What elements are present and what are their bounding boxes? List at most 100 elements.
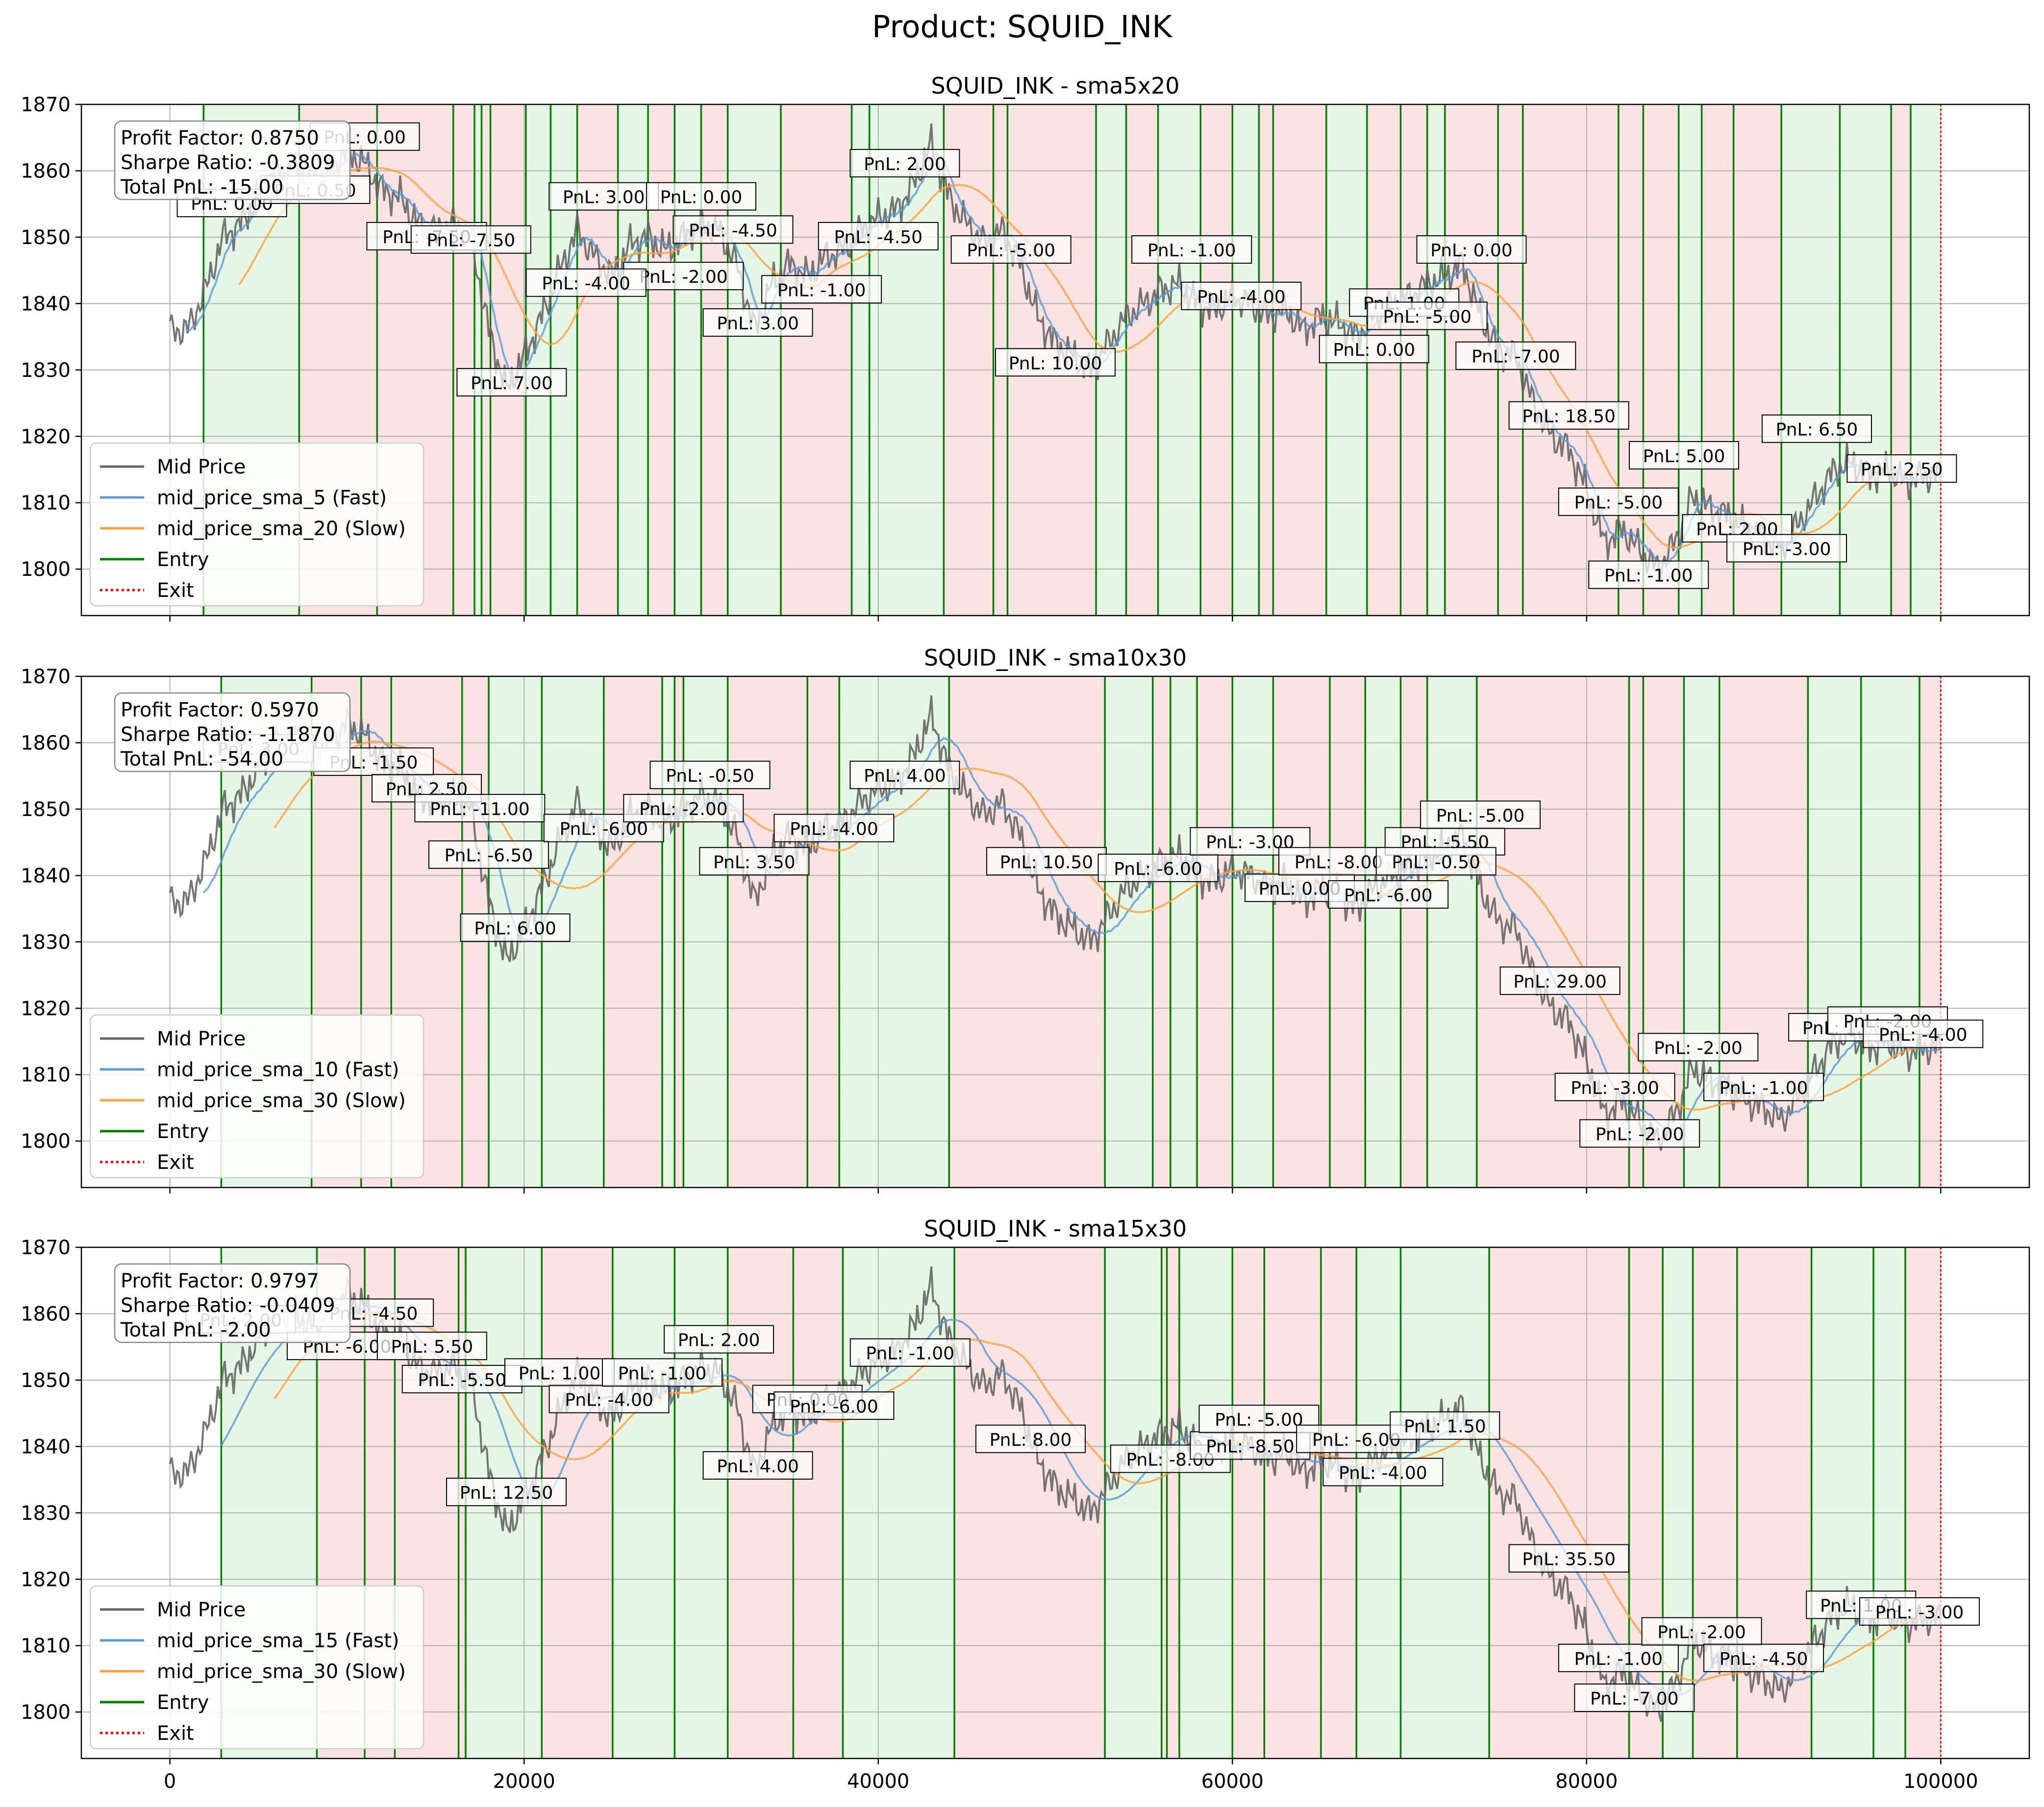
- trade-region: [474, 104, 482, 616]
- pnl-annotation: PnL: 0.00: [1416, 235, 1527, 264]
- pnl-annotation: PnL: 7.00: [456, 368, 567, 396]
- pnl-annotation: PnL: -0.50: [649, 761, 771, 790]
- trade-region: [701, 104, 728, 616]
- pnl-annotation: PnL: -4.00: [1863, 1019, 1984, 1048]
- trade-region: [453, 104, 475, 616]
- y-tick-label: 1800: [21, 1130, 71, 1153]
- pnl-annotation: PnL: -7.00: [1455, 341, 1576, 370]
- legend-label: Exit: [157, 1722, 194, 1745]
- y-tick-label: 1820: [21, 997, 71, 1020]
- trade-region: [869, 104, 944, 616]
- pnl-label: PnL: -4.00: [1339, 1463, 1427, 1484]
- axes-frame: [80, 1246, 2030, 1759]
- trade-region: [1919, 676, 1941, 1188]
- legend-label: Mid Price: [157, 1599, 246, 1621]
- pnl-annotation: PnL: -6.00: [1097, 853, 1219, 882]
- pnl-box: [401, 1364, 523, 1393]
- legend-label: mid_price_sma_30 (Slow): [157, 1660, 406, 1683]
- pnl-box: [849, 761, 960, 790]
- pnl-annotation: PnL: -1.00: [761, 275, 882, 304]
- trade-region: [674, 676, 684, 1188]
- pnl-annotation: PnL: 18.50: [1508, 401, 1629, 430]
- trade-region: [1161, 1247, 1167, 1758]
- trade-region: [1905, 1247, 1941, 1758]
- pnl-box: [849, 1338, 971, 1367]
- y-tick-label: 1830: [21, 359, 71, 382]
- series-slow-sma: [238, 167, 1941, 549]
- legend-label: Entry: [157, 548, 209, 571]
- y-tick-label: 1810: [21, 1064, 71, 1087]
- pnl-box: [1328, 880, 1449, 909]
- y-tick-label: 1810: [21, 1635, 71, 1658]
- pnl-annotation: PnL: -1.00: [849, 1338, 971, 1367]
- trade-region: [683, 676, 728, 1188]
- x-tick-label: 80000: [1555, 1770, 1618, 1793]
- pnl-box: [986, 847, 1107, 876]
- pnl-label: PnL: 10.50: [1000, 852, 1094, 872]
- pnl-box: [1703, 1072, 1824, 1101]
- pnl-box: [1190, 1431, 1311, 1460]
- pnl-label: PnL: 2.00: [864, 154, 946, 174]
- pnl-label: PnL: -5.00: [1215, 1410, 1303, 1430]
- stats-line: Sharpe Ratio: -0.3809: [121, 151, 335, 174]
- pnl-label: PnL: -6.00: [1344, 886, 1433, 906]
- pnl-box: [1641, 1617, 1762, 1646]
- pnl-annotation: PnL: -2.00: [623, 793, 744, 822]
- pnl-annotation: PnL: 5.00: [1629, 441, 1740, 470]
- pnl-annotation: PnL: 3.50: [699, 847, 810, 876]
- pnl-box: [1508, 1544, 1629, 1573]
- subplot-title: SQUID_INK - sma15x30: [924, 1215, 1187, 1242]
- pnl-label: PnL: 3.50: [713, 852, 796, 872]
- pnl-label: PnL: 4.00: [864, 766, 946, 786]
- trade-region: [1273, 676, 1330, 1188]
- pnl-box: [1455, 341, 1576, 370]
- pnl-box: [1846, 454, 1957, 483]
- pnl-annotation: PnL: -3.00: [1190, 827, 1311, 856]
- trade-region: [949, 676, 1105, 1188]
- pnl-label: PnL: -6.00: [1312, 1430, 1401, 1450]
- trade-region: [1200, 104, 1233, 616]
- pnl-label: PnL: -0.50: [666, 766, 754, 786]
- pnl-box: [504, 1358, 615, 1387]
- pnl-label: PnL: -6.00: [1114, 859, 1202, 879]
- pnl-box: [623, 793, 744, 822]
- trade-region: [1105, 1247, 1162, 1758]
- pnl-box: [428, 840, 549, 869]
- pnl-box: [525, 268, 647, 297]
- pnl-label: PnL: -4.00: [1197, 287, 1286, 307]
- pnl-annotation: PnL: -1.00: [1703, 1072, 1824, 1101]
- pnl-annotation: PnL: 35.50: [1508, 1544, 1629, 1573]
- pnl-annotation: PnL: -1.00: [601, 1358, 723, 1387]
- pnl-label: PnL: -8.00: [1295, 852, 1383, 872]
- pnl-box: [702, 308, 813, 337]
- trade-region: [1400, 676, 1427, 1188]
- pnl-label: PnL: 2.00: [678, 1331, 760, 1351]
- pnl-label: PnL: -6.00: [790, 1397, 878, 1417]
- trade-region: [1179, 1247, 1233, 1758]
- trade-region: [1321, 1247, 1357, 1758]
- pnl-box: [646, 182, 756, 211]
- trade-region: [1684, 676, 1720, 1188]
- pnl-box: [1761, 414, 1872, 443]
- pnl-annotation: PnL: 3.00: [548, 182, 659, 211]
- pnl-box: [1097, 853, 1219, 882]
- pnl-annotation: PnL: -3.00: [1726, 534, 1847, 563]
- legend-frame: [89, 1014, 424, 1179]
- pnl-annotation: PnL: -4.50: [673, 215, 794, 244]
- pnl-annotation: PnL: -5.50: [401, 1364, 523, 1393]
- pnl-annotation: PnL: -1.00: [1131, 235, 1252, 264]
- trade-region: [1170, 676, 1197, 1188]
- pnl-annotation: PnL: -7.00: [1574, 1683, 1695, 1712]
- pnl-box: [410, 225, 531, 254]
- pnl-box: [664, 1325, 774, 1354]
- pnl-label: PnL: -1.00: [618, 1363, 707, 1384]
- legend-label: mid_price_sma_20 (Slow): [157, 518, 406, 540]
- trade-region: [1232, 104, 1259, 616]
- pnl-annotation: PnL: -7.50: [410, 225, 531, 254]
- trade-region: [612, 1247, 675, 1758]
- pnl-annotation: PnL: 12.50: [446, 1478, 567, 1507]
